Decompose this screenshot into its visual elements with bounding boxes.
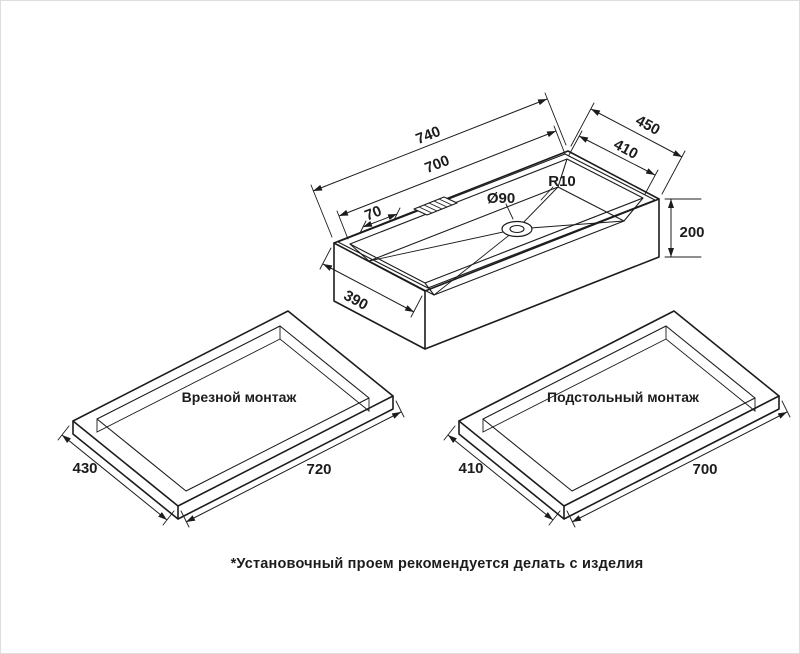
dim-390-label: 390 <box>341 287 371 314</box>
undermount-labels: Подстольный монтаж 410 700 <box>458 389 717 478</box>
dim-740-extensions <box>310 92 567 238</box>
dim-450-extensions <box>570 102 686 195</box>
frame-width-dim-line <box>61 434 168 521</box>
dim-700-line <box>338 130 557 217</box>
dim-70-line <box>362 213 398 228</box>
cutout-frame-shape <box>57 310 405 528</box>
dim-740-label: 740 <box>413 123 443 148</box>
inset-mount-length-label: 720 <box>306 461 331 478</box>
frame-length-dim-line <box>185 411 402 523</box>
dim-410-extensions <box>568 130 659 195</box>
inset-mount-width-label: 430 <box>72 460 97 477</box>
undermount-length-label: 700 <box>692 461 717 478</box>
drain-inner-circle <box>509 224 525 234</box>
drain-dim-leader <box>505 203 514 220</box>
dim-410-line <box>578 135 656 176</box>
frame-cutout-wall <box>96 325 370 433</box>
dim-390-extensions <box>319 247 423 318</box>
corner-radius-label: R10 <box>548 173 576 190</box>
sink-isometric-view <box>333 150 660 350</box>
dim-70-label: 70 <box>362 202 384 224</box>
frame-length-extensions <box>180 400 405 528</box>
radius-leader <box>540 186 554 201</box>
frame-width-extensions <box>57 425 175 526</box>
drain-diameter-label: Ø90 <box>487 190 515 207</box>
cutout-frame-shape-right <box>444 311 790 527</box>
sink-bowl-walls <box>349 158 644 296</box>
dim-200-label: 200 <box>679 224 704 241</box>
frame-outer-edge <box>72 310 394 507</box>
drain-outer-circle <box>501 220 533 238</box>
undermount-title: Подстольный монтаж <box>547 389 700 405</box>
undermount-width-label: 410 <box>458 460 483 477</box>
inset-mount-labels: Врезной монтаж 430 720 <box>72 389 331 478</box>
dim-410-label: 410 <box>611 136 641 163</box>
inset-mount-title: Врезной монтаж <box>182 389 298 405</box>
dim-450-line <box>590 108 683 158</box>
sink-rim-outer-edge <box>333 150 660 292</box>
dim-450-label: 450 <box>633 112 663 139</box>
dim-390-line <box>322 263 415 313</box>
installation-footnote: *Установочный проем рекомендуется делать… <box>231 556 644 572</box>
